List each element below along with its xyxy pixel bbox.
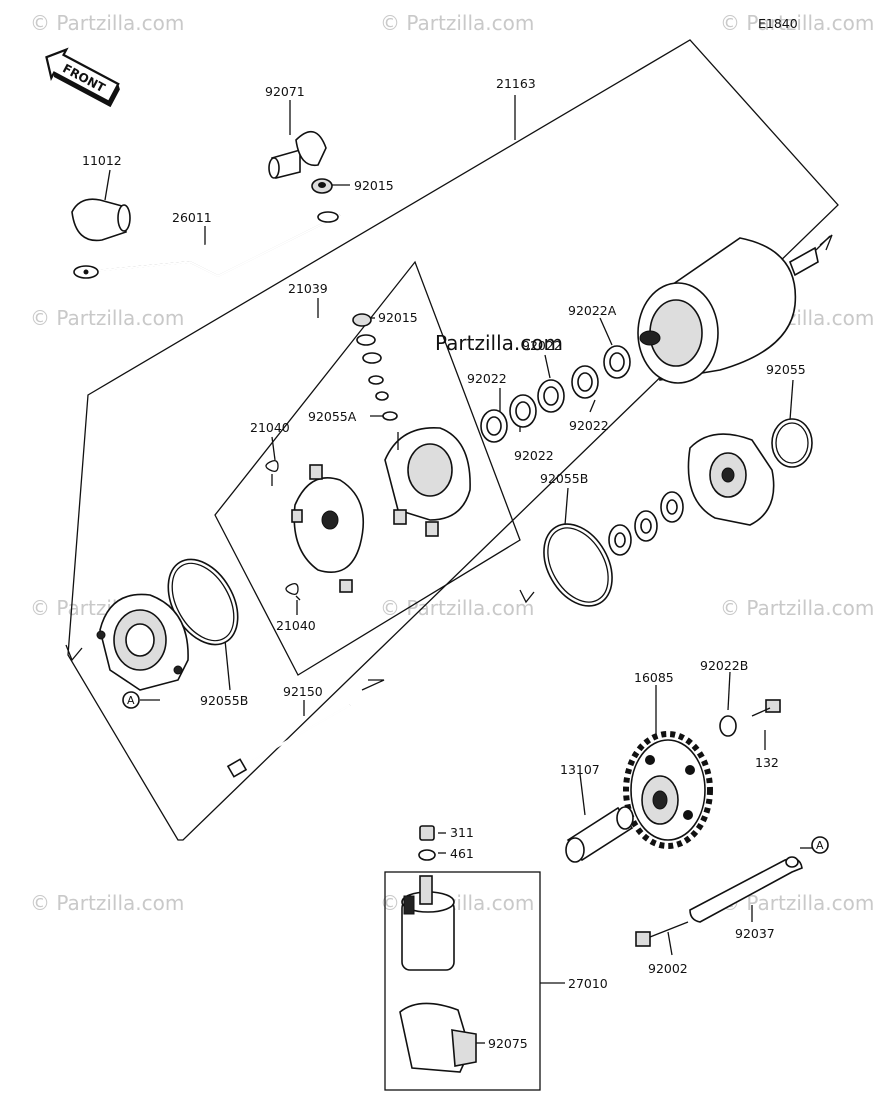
washer-icon — [571, 365, 599, 399]
label-92150: 92150 — [283, 684, 323, 699]
washer-icon — [608, 524, 632, 556]
label-92015: 92015 — [378, 310, 418, 325]
washer-icon — [537, 379, 565, 413]
label-13107: 13107 — [560, 762, 600, 777]
terminal-cap-icon — [71, 198, 131, 242]
washer-icon — [634, 510, 658, 542]
label-92055B: 92055B — [200, 693, 248, 708]
label-92075: 92075 — [488, 1036, 528, 1051]
lead-cable-icon — [73, 211, 341, 279]
label-92055B: 92055B — [540, 471, 588, 486]
direction-arrow-icon — [361, 679, 385, 691]
label-21040: 21040 — [250, 420, 290, 435]
direction-arrow-icon — [819, 234, 833, 251]
rubber-boot-icon — [268, 130, 327, 179]
watermark: © Partzilla.com — [380, 596, 534, 620]
terminal-hardware-icon — [352, 313, 398, 421]
diagram-code: E1840 — [758, 16, 798, 31]
label-92022: 92022 — [522, 338, 562, 353]
watermark: © Partzilla.com — [30, 891, 184, 915]
label-132: 132 — [755, 755, 779, 770]
washer-icon — [509, 394, 537, 428]
reduction-gear-icon — [623, 731, 713, 849]
washer-icon — [719, 715, 737, 737]
o-ring-icon — [543, 523, 613, 607]
callout-a-icon — [122, 691, 140, 709]
label-26011: 26011 — [172, 210, 212, 225]
front-arrow-icon: FRONT — [45, 47, 120, 108]
label-92055A: 92055A — [308, 409, 357, 424]
nut-icon — [419, 825, 435, 841]
label-92037: 92037 — [735, 926, 775, 941]
washer-icon — [660, 491, 684, 523]
bolt-icon — [635, 921, 689, 947]
gear-shaft-icon — [565, 806, 634, 863]
nut-icon — [311, 178, 333, 194]
direction-arrow-icon — [65, 644, 83, 662]
spring-icon — [285, 583, 301, 601]
label-92022B: 92022B — [700, 658, 748, 673]
label-92055: 92055 — [766, 362, 806, 377]
watermark: © Partzilla.com — [720, 596, 874, 620]
label-461: 461 — [450, 846, 474, 861]
brush-holder-icon — [384, 427, 471, 537]
label-92015: 92015 — [354, 178, 394, 193]
label-92022: 92022 — [514, 448, 554, 463]
watermark: © Partzilla.com — [30, 11, 184, 35]
bolt-icon — [751, 699, 781, 717]
watermark: © Partzilla.com — [720, 11, 874, 35]
part-labels: 92071 21163 11012 92015 26011 21039 9201… — [82, 76, 806, 1051]
watermark: © Partzilla.com — [380, 11, 534, 35]
callout-a-icon — [811, 836, 829, 854]
solenoid-box — [384, 871, 541, 1091]
lock-washer-icon — [418, 849, 436, 861]
label-92022: 92022 — [467, 371, 507, 386]
starter-relay-icon — [401, 875, 455, 971]
watermark-center: Partzilla.com — [435, 331, 563, 355]
spring-icon — [265, 460, 279, 486]
starter-assembly-outline — [67, 39, 839, 841]
bracket-icon — [689, 856, 803, 923]
direction-arrow-icon — [519, 589, 535, 604]
label-11012: 11012 — [82, 153, 122, 168]
relay-cover-icon — [399, 1002, 477, 1073]
label-92002: 92002 — [648, 961, 688, 976]
end-cover-icon — [687, 433, 775, 526]
washer-icon — [603, 345, 631, 379]
label-92022A: 92022A — [568, 303, 617, 318]
label-21163: 21163 — [496, 76, 536, 91]
label-92022: 92022 — [569, 418, 609, 433]
o-ring-icon — [771, 418, 813, 468]
label-21040: 21040 — [276, 618, 316, 633]
label-92071: 92071 — [265, 84, 305, 99]
label-16085: 16085 — [634, 670, 674, 685]
label-311: 311 — [450, 825, 474, 840]
front-cover-icon — [96, 593, 189, 691]
callout-a-label: A — [816, 839, 824, 852]
leader-lines — [104, 95, 815, 1044]
label-27010: 27010 — [568, 976, 608, 991]
callout-a-label: A — [127, 694, 135, 707]
brush-holder-outline — [214, 260, 521, 676]
through-bolt-icon — [226, 704, 351, 778]
watermark: © Partzilla.com — [30, 306, 184, 330]
washer-icon — [480, 409, 508, 443]
label-21039: 21039 — [288, 281, 328, 296]
starter-armature-icon — [637, 235, 831, 384]
brush-plate-icon — [291, 464, 364, 593]
